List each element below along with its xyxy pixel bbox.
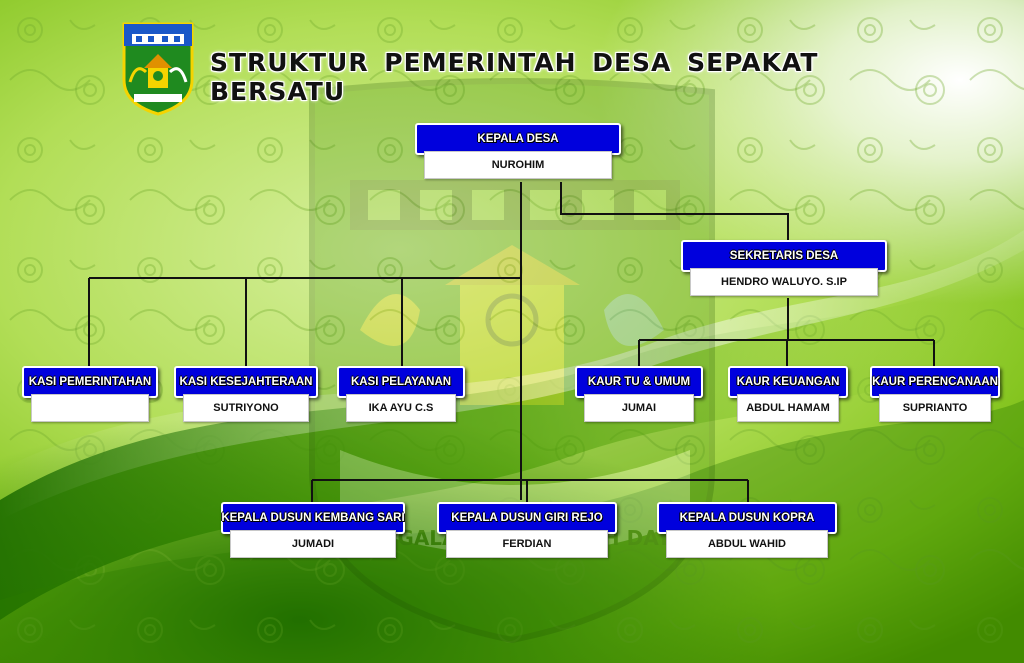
node-kaur-keuangan: KAUR KEUANGAN ABDUL HAMAM bbox=[728, 366, 848, 422]
node-kasi-pelayanan: KASI PELAYANAN IKA AYU C.S bbox=[337, 366, 465, 422]
node-name: HENDRO WALUYO. S.IP bbox=[690, 268, 878, 296]
node-name: ABDUL WAHID bbox=[666, 530, 828, 558]
node-name: SUPRIANTO bbox=[879, 394, 991, 422]
node-name: SUTRIYONO bbox=[183, 394, 309, 422]
node-name: NUROHIM bbox=[424, 151, 612, 179]
node-kasi-kesejahteraan: KASI KESEJAHTERAAN SUTRIYONO bbox=[174, 366, 318, 422]
node-role: KASI PEMERINTAHAN bbox=[22, 366, 158, 398]
node-kadus-kopra: KEPALA DUSUN KOPRA ABDUL WAHID bbox=[657, 502, 837, 559]
node-kadus-kembang-sari: KEPALA DUSUN KEMBANG SARI JUMADI bbox=[221, 502, 405, 559]
node-role: KAUR PERENCANAAN bbox=[870, 366, 1000, 398]
node-kadus-giri-rejo: KEPALA DUSUN GIRI REJO FERDIAN bbox=[437, 502, 617, 559]
node-role: KEPALA DUSUN GIRI REJO bbox=[437, 502, 617, 534]
line-to-sekretaris bbox=[560, 182, 789, 240]
page-title: STRUKTUR PEMERINTAH DESA SEPAKAT BERSATU bbox=[210, 48, 819, 106]
node-sekretaris-desa: SEKRETARIS DESA HENDRO WALUYO. S.IP bbox=[681, 240, 887, 298]
node-kaur-perencanaan: KAUR PERENCANAAN SUPRIANTO bbox=[870, 366, 1000, 422]
node-name: ABDUL HAMAM bbox=[737, 394, 839, 422]
node-name: JUMAI bbox=[584, 394, 694, 422]
node-kaur-tu-umum: KAUR TU & UMUM JUMAI bbox=[575, 366, 703, 422]
regency-logo-icon bbox=[122, 22, 194, 116]
node-kepala-desa: KEPALA DESA NUROHIM bbox=[415, 123, 621, 181]
node-name: JUMADI bbox=[230, 530, 396, 558]
node-kasi-pemerintahan: KASI PEMERINTAHAN bbox=[22, 366, 158, 422]
node-name: IKA AYU C.S bbox=[346, 394, 456, 422]
node-name bbox=[31, 394, 149, 422]
dark-swoosh bbox=[0, 260, 1024, 620]
node-role: KEPALA DUSUN KOPRA bbox=[657, 502, 837, 534]
node-role: KEPALA DUSUN KEMBANG SARI bbox=[221, 502, 405, 534]
node-name: FERDIAN bbox=[446, 530, 608, 558]
node-role: KAUR KEUANGAN bbox=[728, 366, 848, 398]
